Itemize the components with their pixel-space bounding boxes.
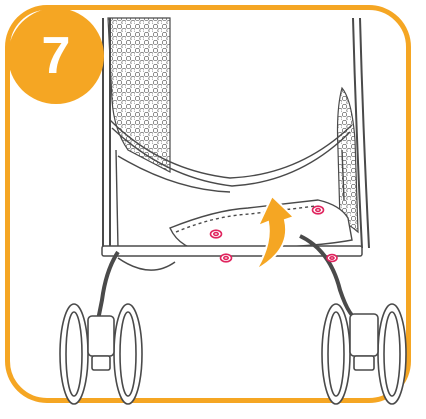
step-number-badge: 7 [8,8,104,104]
left-mesh-panel [108,18,170,172]
right-wheel-assembly [322,304,406,404]
left-wheel-assembly [60,304,142,404]
step-number: 7 [42,30,71,82]
seat-base [170,200,352,252]
